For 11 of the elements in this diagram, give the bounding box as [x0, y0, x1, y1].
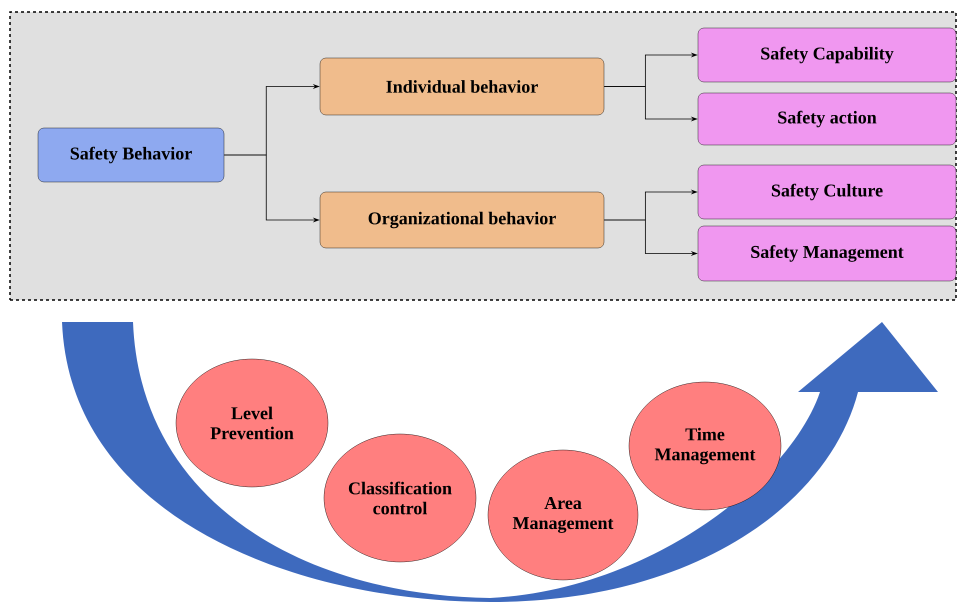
ellipse-node: Level Prevention: [176, 358, 328, 488]
process-box: Safety Management: [698, 226, 956, 282]
process-box: Organizational behavior: [320, 192, 604, 248]
ellipse-node: Classification control: [324, 434, 476, 562]
ellipse-node: Time Management: [628, 382, 782, 510]
process-box: Safety Capability: [698, 28, 956, 82]
process-box: Safety action: [698, 92, 956, 146]
process-box: Safety Culture: [698, 164, 956, 220]
process-box: Individual behavior: [320, 58, 604, 116]
ellipse-node: Area Management: [488, 450, 638, 580]
process-box: Safety Behavior: [38, 128, 224, 182]
